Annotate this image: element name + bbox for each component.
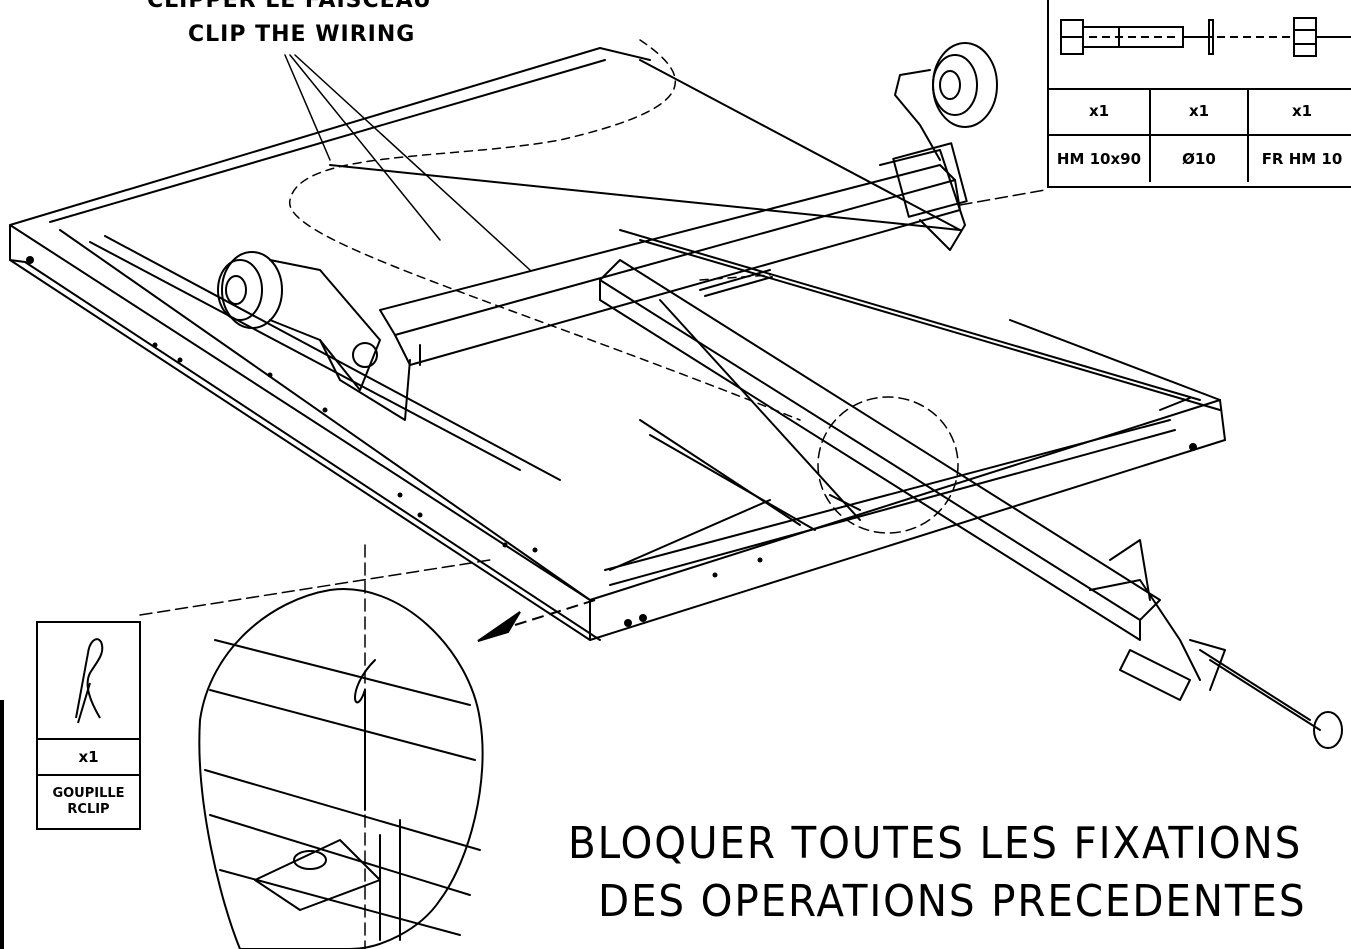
nut-reference: FR HM 10 (1261, 150, 1343, 168)
rclip-ref-line1: GOUPILLE (52, 786, 125, 801)
drawbar (599, 259, 1343, 749)
page-edge-rule (0, 700, 4, 949)
label-leader-lines (284, 54, 531, 271)
clip-label-en: CLIP THE WIRING (188, 22, 416, 47)
instruction-line-1: BLOQUER TOUTES LES FIXATIONS (568, 818, 1303, 869)
chassis-frame (9, 47, 1226, 641)
left-wheel-hub (217, 251, 411, 421)
rclip-part-box: x1 GOUPILLE RCLIP (36, 621, 141, 830)
arrow-head (477, 611, 521, 642)
arrow-shaft (514, 599, 596, 626)
rclip-icon (75, 638, 104, 724)
washer-reference: Ø10 (1151, 136, 1249, 182)
rclip-illustration (38, 623, 139, 740)
nut-quantity: x1 (1291, 102, 1313, 120)
washer-quantity: x1 (1151, 88, 1249, 134)
hardware-illustration (1049, 0, 1351, 90)
rclip-reference: GOUPILLE RCLIP (38, 776, 139, 828)
wiring (289, 39, 801, 421)
magnified-detail-view (198, 588, 484, 949)
bolt-quantity: x1 (1049, 88, 1151, 134)
clip-label-fr: CLIPPER LE FAISCEAU (147, 0, 432, 13)
axle-beam (379, 142, 968, 366)
right-wheel-hub (879, 42, 998, 251)
hardware-parts-table: x1 x1 x1 HM 10x90 Ø10 FR HM 10 (1047, 0, 1351, 188)
detail-circle (817, 396, 959, 534)
parts-reference-row: HM 10x90 Ø10 FR HM 10 (1049, 136, 1351, 182)
rclip-ref-line2: RCLIP (67, 802, 110, 817)
instruction-line-2: DES OPERATIONS PRECEDENTES (598, 876, 1307, 927)
bolt-washer-nut-icon (1060, 17, 1351, 57)
bolt-reference: HM 10x90 (1049, 136, 1151, 182)
rclip-quantity: x1 (38, 740, 139, 776)
mounting-holes (26, 256, 1197, 627)
bolt-exploded-view (699, 269, 773, 297)
parts-quantity-row: x1 x1 x1 (1049, 88, 1351, 136)
